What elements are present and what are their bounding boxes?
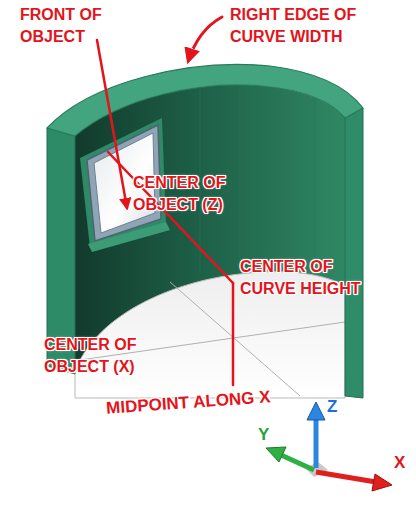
callout-label: CENTER OF CURVE HEIGHT — [240, 256, 380, 300]
facet-line — [240, 84, 241, 270]
callout-label: RIGHT EDGE OF CURVE WIDTH — [230, 4, 380, 48]
axis-label: Z — [327, 396, 337, 418]
callout-label: FRONT OF OBJECT — [20, 4, 120, 48]
callout-label: CENTER OF OBJECT (Z) — [133, 172, 255, 216]
facet-line — [315, 97, 316, 278]
right-end-face — [345, 108, 363, 398]
grid-line — [170, 282, 300, 396]
axis-label: X — [394, 452, 405, 474]
window-sill — [88, 222, 170, 252]
z-axis — [314, 418, 319, 468]
guide-line — [108, 152, 233, 283]
y-axis — [281, 455, 314, 470]
leader-line — [97, 40, 127, 208]
top-rim — [47, 64, 363, 136]
y-arrowhead — [266, 447, 286, 462]
callout-label: CENTER OF OBJECT (X) — [44, 334, 166, 378]
z-arrowhead — [307, 402, 325, 420]
x-arrowhead — [372, 474, 392, 491]
x-axis — [316, 472, 376, 482]
axis-label: Y — [258, 424, 269, 446]
leader-arrow — [188, 17, 222, 62]
facet-line — [280, 88, 281, 272]
guide-line — [232, 283, 235, 385]
